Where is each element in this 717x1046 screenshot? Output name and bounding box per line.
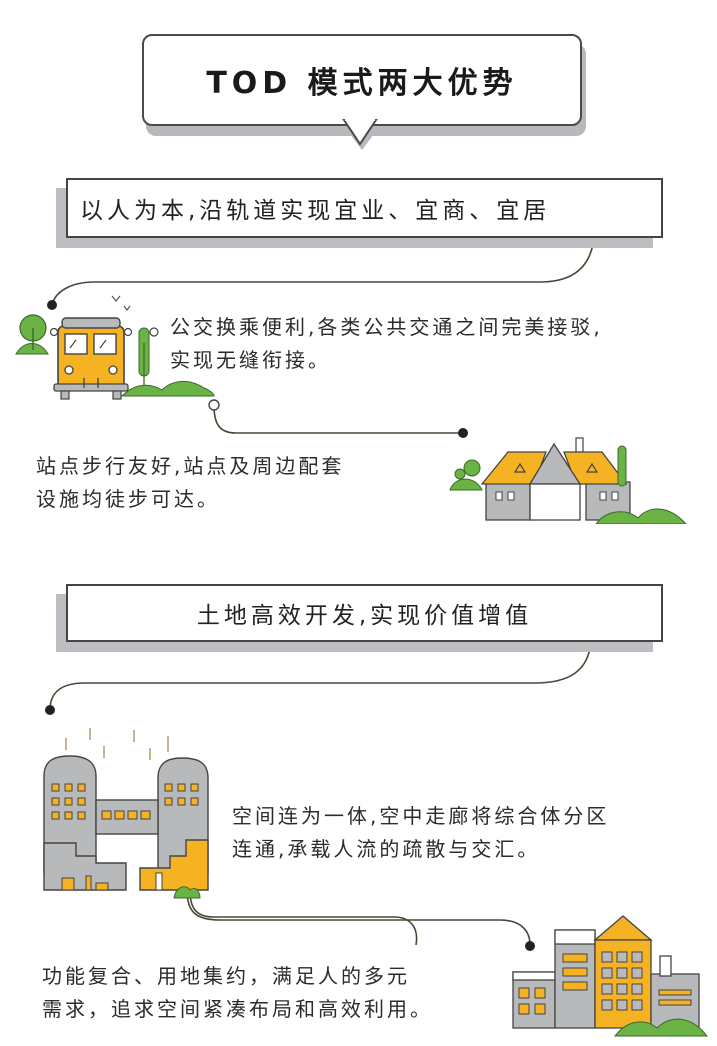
point-text-2: 站点步行友好,站点及周边配套 设施均徒步可达。 (36, 450, 344, 516)
point-line: 站点步行友好,站点及周边配套 (36, 454, 345, 478)
point-line: 功能复合、用地集约，满足人的多元 (42, 964, 410, 988)
bubble-tail (342, 118, 380, 150)
page-title: TOD 模式两大优势 (206, 66, 518, 101)
section-heading-text: 土地高效开发,实现价值增值 (196, 603, 533, 629)
point-text-1: 公交换乘便利,各类公共交通之间完美接驳, 实现无缝衔接。 (170, 311, 603, 377)
house-icon (446, 432, 691, 528)
point-line: 需求，追求空间紧凑布局和高效利用。 (42, 997, 433, 1021)
section-heading-text: 以人为本,沿轨道实现宜业、宜商、宜居 (80, 198, 551, 224)
point-line: 公交换乘便利,各类公共交通之间完美接驳, (170, 315, 603, 339)
point-line: 设施均徒步可达。 (36, 487, 220, 511)
bush-icon (173, 886, 201, 899)
title-bubble: TOD 模式两大优势 (142, 34, 582, 126)
point-text-4: 功能复合、用地集约，满足人的多元 需求，追求空间紧凑布局和高效利用。 (42, 960, 433, 1026)
section-heading-1: 以人为本,沿轨道实现宜业、宜商、宜居 (66, 178, 663, 238)
section-heading-2: 土地高效开发,实现价值增值 (66, 584, 663, 642)
point-text-3: 空间连为一体,空中走廊将综合体分区 连通,承载人流的疏散与交汇。 (232, 800, 609, 866)
point-line: 连通,承载人流的疏散与交汇。 (232, 837, 541, 861)
point-line: 实现无缝衔接。 (170, 348, 331, 372)
bus-icon (14, 288, 224, 407)
point-line: 空间连为一体,空中走廊将综合体分区 (232, 804, 610, 828)
skybridge-buildings-icon (38, 728, 238, 902)
city-buildings-icon (505, 912, 710, 1046)
